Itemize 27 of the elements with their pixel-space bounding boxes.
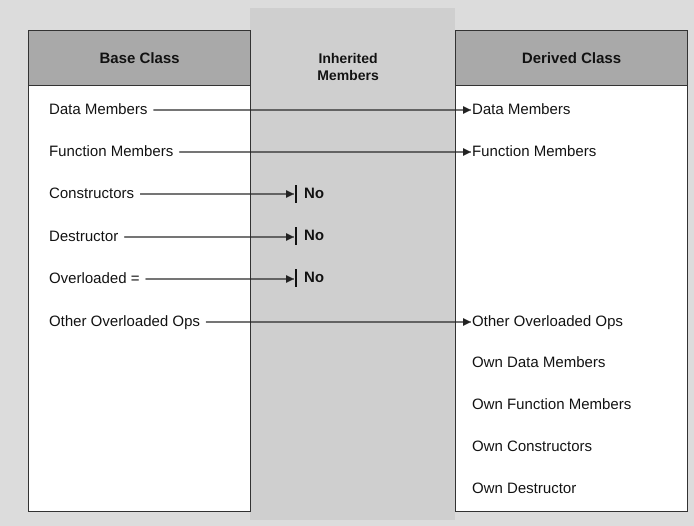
member-label: Other Overloaded Ops	[472, 313, 623, 331]
class-box	[28, 30, 251, 512]
member-label: Own Function Members	[472, 396, 632, 414]
member-label: Data Members	[49, 101, 148, 119]
blocked-label: No	[295, 185, 324, 203]
member-label: Other Overloaded Ops	[49, 313, 200, 331]
member-label: Own Data Members	[472, 354, 606, 372]
member-label: Destructor	[49, 228, 118, 246]
member-label: Own Constructors	[472, 438, 592, 456]
arrow	[153, 106, 471, 114]
member-label: Function Members	[49, 143, 174, 161]
member-label: Constructors	[49, 185, 134, 203]
blocked-label: No	[295, 269, 324, 287]
column-heading: Inherited Members	[316, 50, 380, 84]
blocked-label: No	[295, 227, 324, 245]
arrow	[124, 233, 294, 241]
arrow	[145, 275, 294, 283]
box-header: Derived Class	[456, 31, 687, 86]
arrow	[206, 318, 471, 326]
member-label: Overloaded =	[49, 270, 140, 288]
member-label: Data Members	[472, 101, 570, 119]
class-box	[455, 30, 688, 512]
arrow	[140, 190, 294, 198]
member-label: Function Members	[472, 143, 596, 161]
member-label: Own Destructor	[472, 480, 576, 498]
arrow	[179, 148, 471, 156]
box-header: Base Class	[29, 31, 250, 86]
